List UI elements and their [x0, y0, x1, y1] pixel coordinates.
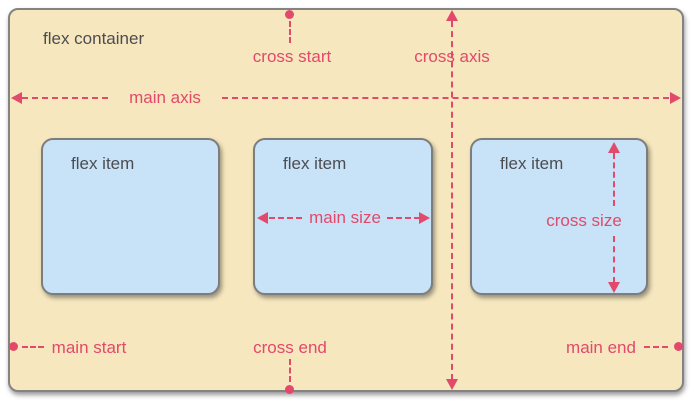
main-axis-line-left: [22, 97, 108, 99]
main-axis-right-arrowhead-icon: [670, 92, 681, 104]
cross-axis-up-arrowhead-icon: [446, 10, 458, 21]
main-size-left-arrowhead-icon: [257, 212, 268, 224]
main-size-label: main size: [309, 208, 381, 227]
main-end-line: [644, 346, 668, 348]
main-axis-label: main axis: [129, 88, 201, 107]
cross-axis-line: [451, 21, 453, 380]
cross-size-line-bottom: [613, 236, 615, 283]
flex-container-label: flex container: [43, 29, 145, 48]
main-start-label: main start: [51, 338, 127, 357]
flex-item-2: flex item: [253, 138, 433, 295]
main-end-label: main end: [566, 338, 636, 357]
flex-item-3: flex item: [470, 138, 648, 295]
main-start-dot-icon: [9, 342, 18, 351]
cross-size-up-arrowhead-icon: [608, 142, 620, 153]
cross-start-label: cross start: [252, 47, 332, 66]
flex-item-2-label: flex item: [283, 154, 347, 173]
cross-size-down-arrowhead-icon: [608, 282, 620, 293]
cross-end-label: cross end: [253, 338, 327, 357]
main-axis-left-arrowhead-icon: [11, 92, 22, 104]
main-start-line: [22, 346, 44, 348]
cross-axis-label: cross axis: [414, 47, 490, 66]
main-axis-line-right: [222, 97, 669, 99]
cross-start-dot-icon: [285, 10, 294, 19]
main-size-line-left: [269, 217, 302, 219]
cross-size-line-top: [613, 153, 615, 206]
flex-item-3-label: flex item: [500, 154, 564, 173]
cross-axis-down-arrowhead-icon: [446, 379, 458, 390]
flex-item-1: flex item: [41, 138, 220, 295]
cross-end-line: [289, 359, 291, 382]
flex-item-1-label: flex item: [71, 154, 135, 173]
cross-start-line: [289, 21, 291, 43]
cross-end-dot-icon: [285, 385, 294, 394]
cross-size-label: cross size: [546, 211, 622, 230]
main-size-line-right: [387, 217, 420, 219]
main-size-right-arrowhead-icon: [419, 212, 430, 224]
main-end-dot-icon: [674, 342, 683, 351]
